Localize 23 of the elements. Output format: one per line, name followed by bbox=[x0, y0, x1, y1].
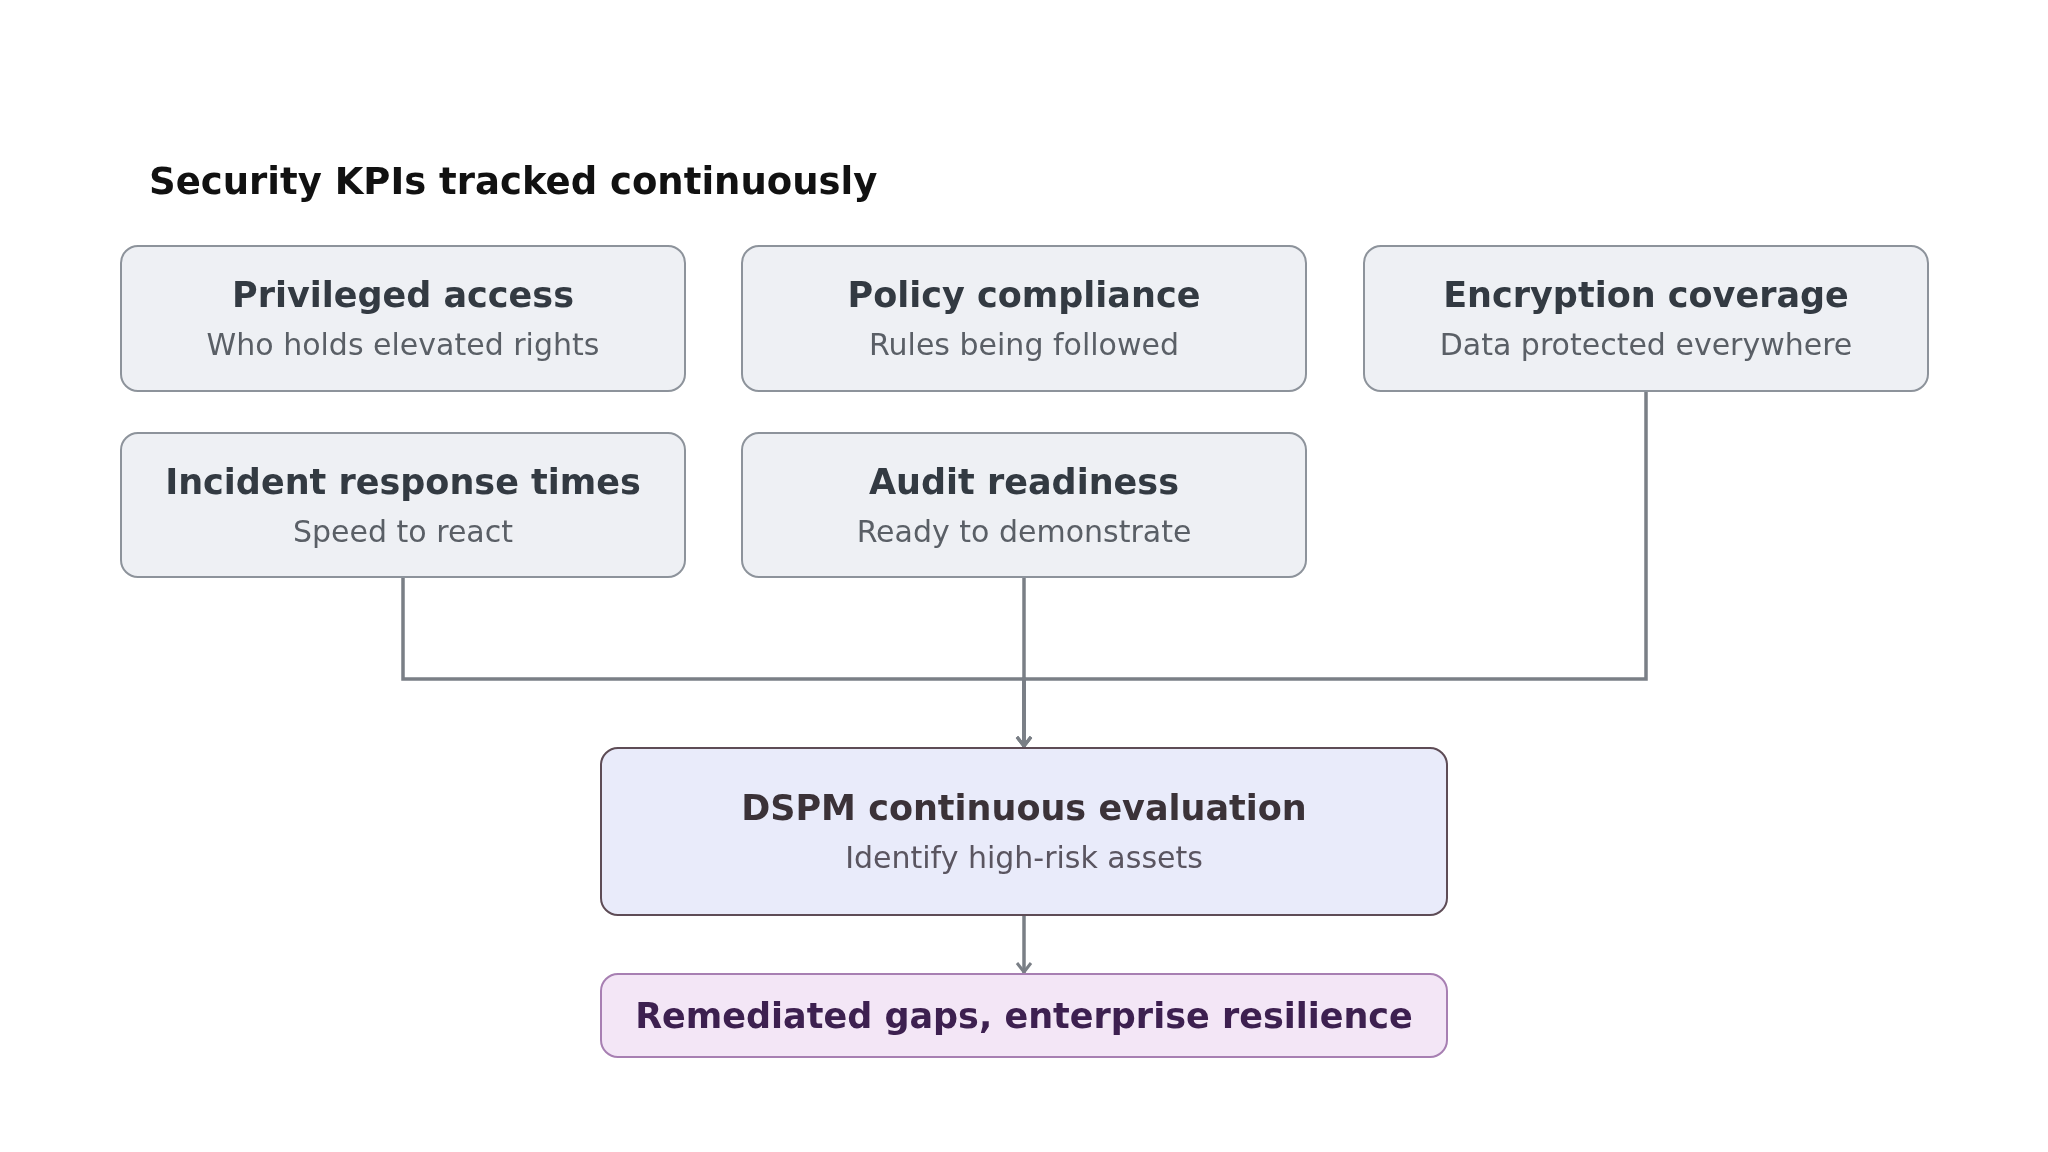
process-box bbox=[600, 747, 1448, 916]
box-heading: Encryption coverage bbox=[1443, 275, 1849, 315]
process-box bbox=[741, 245, 1307, 392]
box-heading: DSPM continuous evaluation bbox=[741, 788, 1307, 828]
process-box bbox=[120, 432, 686, 578]
box-heading: Incident response times bbox=[165, 461, 641, 502]
diagram-title: Security KPIs tracked continuously bbox=[149, 160, 878, 203]
arrow bbox=[1015, 916, 1033, 974]
arrow bbox=[1015, 392, 1648, 748]
process-box bbox=[1363, 245, 1929, 392]
box-heading: Remediated gaps, enterprise resilience bbox=[635, 995, 1413, 1036]
box-subtitle: Data protected everywhere bbox=[1439, 327, 1853, 362]
box-subtitle: Ready to demonstrate bbox=[856, 513, 1192, 549]
outcome-box bbox=[600, 973, 1448, 1058]
box-subtitle: Speed to react bbox=[293, 513, 513, 549]
box-heading: Policy compliance bbox=[847, 275, 1201, 315]
box-heading: Privileged access bbox=[232, 275, 574, 315]
process-box bbox=[741, 432, 1307, 578]
box-subtitle: Identify high-risk assets bbox=[845, 840, 1203, 875]
box-subtitle: Rules being followed bbox=[869, 327, 1179, 362]
process-box bbox=[120, 245, 686, 392]
box-subtitle: Who holds elevated rights bbox=[206, 327, 600, 362]
box-heading: Audit readiness bbox=[869, 461, 1179, 502]
